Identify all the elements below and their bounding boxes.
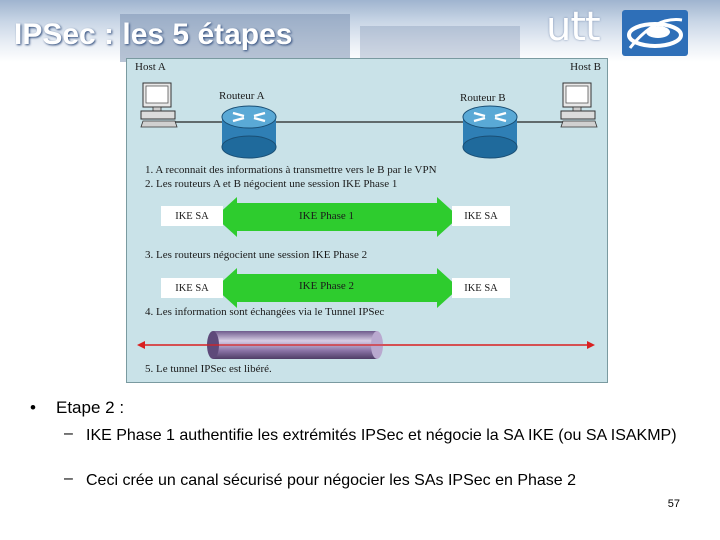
header-banner: IPSec : les 5 étapes utt [0, 0, 720, 62]
router-a-icon [220, 105, 278, 161]
ipsec-diagram: Host A Host B Routeur A Routeur B [126, 58, 608, 383]
step-4-text: 4. Les information sont échangées via le… [145, 306, 385, 318]
ike-phase-2-arrow [215, 268, 459, 308]
phase-2-label: IKE Phase 2 [299, 280, 354, 292]
phase-1-label: IKE Phase 1 [299, 210, 354, 222]
dash-icon: – [64, 425, 73, 442]
router-b-label: Routeur B [460, 92, 506, 104]
utt-logo-icon [622, 10, 688, 56]
phase-1-right-sa: IKE SA [452, 206, 510, 226]
building-decoration [120, 14, 350, 62]
page-number: 57 [667, 498, 680, 510]
list-item: Ceci crée un canal sécurisé pour négocie… [86, 472, 577, 489]
building-decoration [360, 26, 520, 62]
router-a-label: Routeur A [219, 90, 265, 102]
step-1-text: 1. A reconnait des informations à transm… [145, 164, 437, 176]
step-3-text: 3. Les routeurs négocient une session IK… [145, 249, 368, 261]
host-a-label: Host A [135, 61, 166, 73]
ike-phase-1-arrow [215, 197, 459, 237]
bullet-icon: • [30, 398, 36, 417]
router-b-icon [461, 105, 519, 161]
dash-icon: – [64, 470, 73, 487]
host-a-computer-icon [139, 81, 179, 129]
host-b-label: Host B [570, 61, 601, 73]
page-title: IPSec : les 5 étapes [14, 18, 293, 51]
list-item: IKE Phase 1 authentifie les extrémités I… [86, 427, 677, 444]
host-b-computer-icon [559, 81, 599, 129]
phase-2-left-sa: IKE SA [161, 278, 223, 298]
ipsec-tunnel [137, 331, 595, 359]
phase-2-right-sa: IKE SA [452, 278, 510, 298]
bullet-heading: Etape 2 : [56, 398, 125, 417]
step-5-text: 5. Le tunnel IPSec est libéré. [145, 363, 272, 375]
phase-1-left-sa: IKE SA [161, 206, 223, 226]
utt-logo-text: utt [546, 4, 601, 50]
step-2-text: 2. Les routeurs A et B négocient une ses… [145, 178, 398, 190]
